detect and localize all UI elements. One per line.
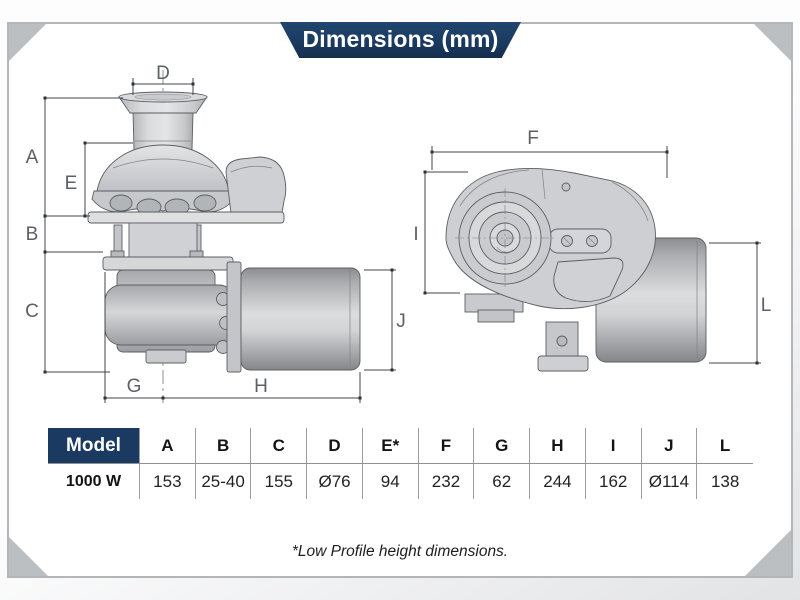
dim-label-d: D <box>156 63 170 84</box>
column-header-b: B <box>196 428 252 463</box>
column-header-c: C <box>251 428 308 463</box>
value-l: 138 <box>710 471 740 491</box>
column-header-a: A <box>140 428 196 463</box>
dim-label-f: F <box>527 128 539 149</box>
dim-label-c: C <box>25 301 39 322</box>
dimension-lines <box>43 78 761 403</box>
table-header-row: Model A B C D E* F G H I J L <box>48 428 753 464</box>
model-name: 1000 W <box>48 464 140 499</box>
value-d: Ø76 <box>307 464 363 499</box>
column-header-l: L <box>719 435 731 455</box>
value-e: 94 <box>363 464 419 499</box>
dim-label-e: E <box>65 173 78 194</box>
column-header-e: E* <box>363 428 419 463</box>
side-view-drawing <box>445 168 707 372</box>
value-a: 153 <box>140 464 196 499</box>
footnote: *Low Profile height dimensions. <box>291 543 509 560</box>
column-header-h: H <box>530 428 586 463</box>
chamfer-corner-bottom-right <box>745 530 791 576</box>
title-banner: Dimensions (mm) <box>280 22 521 58</box>
mounting-bracket <box>464 293 589 372</box>
hub-circles <box>455 188 555 290</box>
dim-label-b: B <box>26 224 39 245</box>
value-j: Ø114 <box>642 464 698 499</box>
motor-front <box>226 261 361 373</box>
value-c: 155 <box>251 464 308 499</box>
below-deck-studs <box>102 222 234 271</box>
gearbox <box>104 269 236 364</box>
deck-plate <box>87 211 285 224</box>
dim-label-j: J <box>396 311 406 332</box>
value-b: 25-40 <box>196 464 252 499</box>
dim-label-i: I <box>413 224 418 245</box>
column-header-g: G <box>474 428 531 463</box>
column-header-f: F <box>419 428 475 463</box>
chamfer-corner-top-right <box>754 24 791 61</box>
value-i: 162 <box>586 464 642 499</box>
chamfer-corner-bottom-left <box>9 537 48 576</box>
page-title: Dimensions (mm) <box>302 25 499 52</box>
column-header-d: D <box>307 428 363 463</box>
chamfer-corner-top-left <box>9 24 46 61</box>
column-header-i: I <box>586 428 642 463</box>
side-cover <box>225 156 287 214</box>
dim-label-g: G <box>127 376 142 397</box>
dim-label-a: A <box>26 147 39 168</box>
value-f: 232 <box>419 464 475 499</box>
front-view-drawing <box>87 70 361 403</box>
column-header-j: J <box>642 428 698 463</box>
dim-label-l: L <box>761 295 772 316</box>
value-h: 244 <box>530 464 586 499</box>
dimensions-table: Model A B C D E* F G H I J L 1000 W 153 … <box>48 428 753 499</box>
table-row: 1000 W 153 25-40 155 Ø76 94 232 62 244 1… <box>48 464 753 499</box>
value-g: 62 <box>474 464 531 499</box>
chainwheel-dome <box>96 144 230 192</box>
chain-gypsy <box>91 190 235 216</box>
column-header-model: Model <box>48 428 140 463</box>
dimension-labels: D A E B C G H J F I L <box>25 63 771 397</box>
dim-label-h: H <box>254 376 268 397</box>
